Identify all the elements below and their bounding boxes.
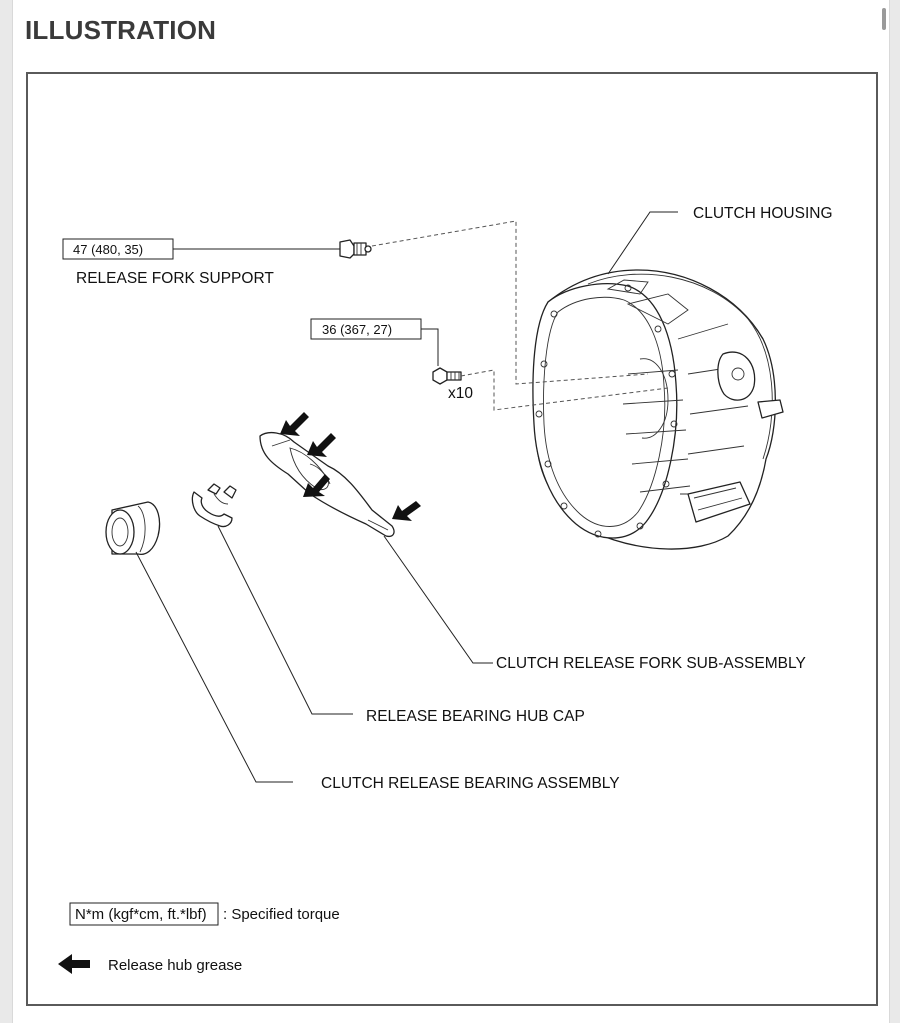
scrollbar-thumb[interactable] bbox=[882, 8, 886, 30]
legend-torque-desc: : Specified torque bbox=[223, 906, 340, 923]
legend-torque-unit: N*m (kgf*cm, ft.*lbf) bbox=[75, 906, 207, 923]
clutch-housing-part bbox=[532, 269, 784, 550]
illustration-frame: CLUTCH HOUSING 47 (480, 35) RELEASE FORK… bbox=[26, 72, 878, 1006]
clutch-housing-leader bbox=[607, 211, 678, 275]
housing-bolt-part bbox=[432, 367, 462, 385]
legend-grease-desc: Release hub grease bbox=[108, 957, 242, 974]
torque-value-fork-support: 47 (480, 35) bbox=[73, 242, 143, 257]
clutch-release-bearing-part bbox=[105, 501, 161, 556]
clutch-release-fork-part bbox=[259, 431, 395, 538]
hub-cap-label: RELEASE BEARING HUB CAP bbox=[366, 708, 585, 725]
grease-arrow-icon bbox=[307, 433, 336, 457]
page-title: ILLUSTRATION bbox=[25, 15, 217, 45]
release-fork-label: CLUTCH RELEASE FORK SUB-ASSEMBLY bbox=[496, 655, 806, 672]
release-fork-support-part bbox=[339, 239, 372, 259]
bearing-label: CLUTCH RELEASE BEARING ASSEMBLY bbox=[321, 775, 620, 792]
clutch-housing-label: CLUTCH HOUSING bbox=[693, 205, 833, 222]
torque-value-housing-bolt: 36 (367, 27) bbox=[322, 322, 392, 337]
release-fork-leader bbox=[383, 535, 493, 664]
bearing-leader bbox=[135, 551, 293, 783]
exploded-diagram: CLUTCH HOUSING 47 (480, 35) RELEASE FORK… bbox=[58, 205, 833, 974]
fork-support-install-path bbox=[371, 220, 649, 385]
release-fork-support-label: RELEASE FORK SUPPORT bbox=[76, 270, 274, 287]
grease-point-arrows bbox=[280, 412, 421, 521]
housing-bolt-install-path bbox=[460, 369, 669, 411]
document-page: ILLUSTRATION bbox=[12, 0, 890, 1023]
release-bearing-hub-cap-part bbox=[191, 483, 237, 528]
grease-arrow-icon bbox=[280, 412, 309, 436]
bolt-quantity-label: x10 bbox=[448, 385, 473, 402]
hub-cap-leader bbox=[217, 525, 353, 715]
left-arrow-icon bbox=[58, 954, 90, 974]
grease-arrow-icon bbox=[303, 474, 330, 497]
grease-arrow-icon bbox=[392, 501, 421, 521]
legend-torque-box bbox=[69, 902, 219, 926]
housing-bolt-leader bbox=[421, 328, 439, 366]
